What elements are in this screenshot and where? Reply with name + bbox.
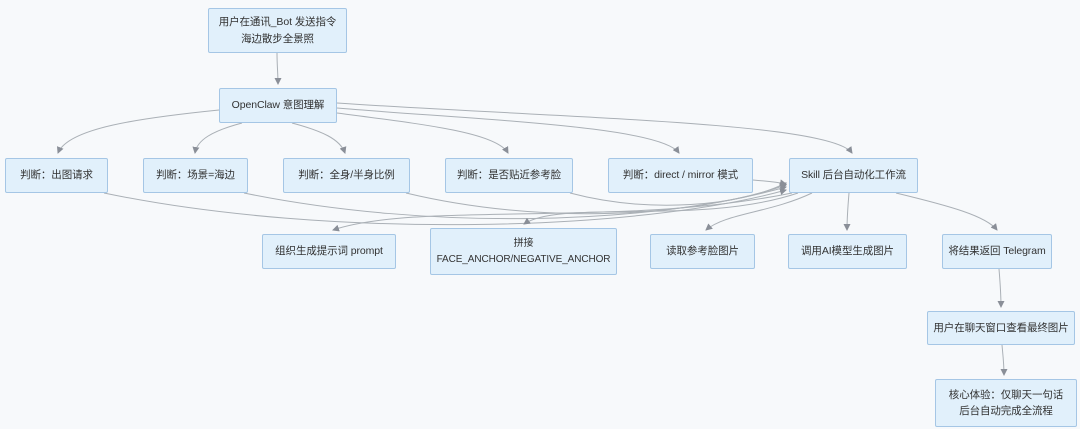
node-return-telegram: 将结果返回 Telegram [942,234,1052,269]
edge-judge-face-to-skill-workflow [569,182,787,206]
node-read-face: 读取参考脸图片 [650,234,755,269]
edge-judge-mode-to-skill-workflow [752,179,787,187]
node-label: 判断：是否贴近参考脸 [457,169,561,182]
node-label: Skill 后台自动化工作流 [801,169,906,182]
node-label: 判断：全身/半身比例 [298,169,395,182]
edge-skill-workflow-to-return-telegram [895,192,998,231]
node-core-experience: 核心体验：仅聊天一句话后台自动完成全流程 [935,379,1077,427]
node-skill-workflow: Skill 后台自动化工作流 [789,158,918,193]
node-judge-ratio: 判断：全身/半身比例 [283,158,410,193]
node-label: 判断：direct / mirror 模式 [622,169,739,182]
node-build-prompt: 组织生成提示词 prompt [262,234,396,269]
edge-skill-workflow-to-read-face [705,192,813,231]
bottom-margin [0,429,1080,437]
edge-user-command-to-intent [274,52,282,85]
node-judge-request: 判断：出图请求 [5,158,108,193]
node-splice-anchor: 拼接 FACE_ANCHOR/NEGATIVE_ANCHOR [430,228,617,275]
edge-intent-to-judge-scene [192,122,243,154]
edge-intent-to-judge-face [336,112,509,154]
node-label: 拼接 [513,238,534,249]
node-label: 用户在聊天窗口查看最终图片 [933,321,1069,334]
node-judge-mode: 判断：direct / mirror 模式 [608,158,753,193]
edge-skill-workflow-to-splice-anchor [523,192,799,225]
node-judge-face: 判断：是否贴近参考脸 [445,158,573,193]
edge-intent-to-judge-request [56,109,220,154]
edge-judge-request-to-skill-workflow [103,188,787,226]
edge-return-telegram-to-view-image [997,268,1005,308]
node-label: OpenClaw 意图理解 [231,99,325,112]
node-intent: OpenClaw 意图理解 [219,88,337,123]
node-judge-scene: 判断：场景=海边 [143,158,248,193]
edge-intent-to-judge-mode [336,107,680,154]
node-label: 调用AI模型生成图片 [801,245,894,258]
edge-intent-to-judge-ratio [291,122,347,154]
edge-intent-to-skill-workflow [336,102,853,154]
node-label: 判断：出图请求 [20,169,93,182]
node-label: 海边散步全景照 [241,32,314,45]
node-label: 组织生成提示词 prompt [275,245,383,258]
node-gen-image: 调用AI模型生成图片 [788,234,907,269]
node-label: 判断：场景=海边 [156,169,235,182]
node-label: 后台自动完成全流程 [959,405,1053,417]
node-user-command: 用户在通讯_Bot 发送指令海边散步全景照 [208,8,347,53]
node-label: 核心体验：仅聊天一句话 [948,388,1064,401]
edge-view-image-to-core-experience [1000,344,1008,376]
node-label: 读取参考脸图片 [666,245,739,258]
edge-skill-workflow-to-build-prompt [332,192,793,232]
node-view-image: 用户在聊天窗口查看最终图片 [927,311,1075,345]
edge-skill-workflow-to-gen-image [843,192,851,231]
node-label: 将结果返回 Telegram [948,245,1046,258]
node-label: 用户在通讯_Bot 发送指令 [218,16,337,29]
node-label: FACE_ANCHOR/NEGATIVE_ANCHOR [436,253,611,265]
